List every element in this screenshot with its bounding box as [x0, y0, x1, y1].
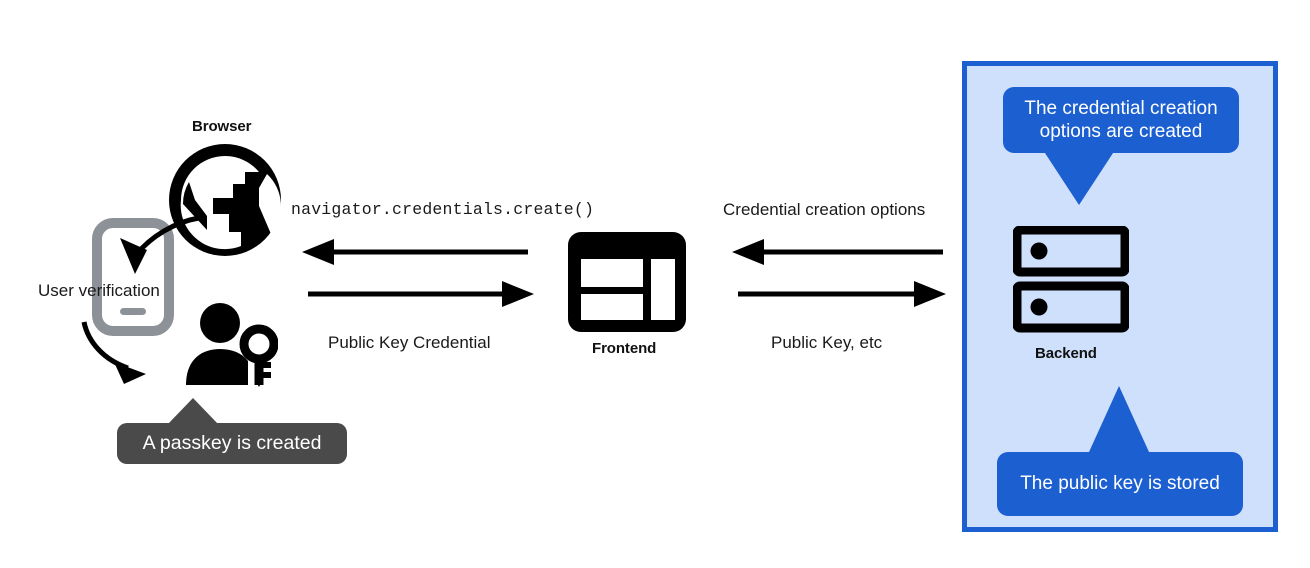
- device-to-user-arrow: [78, 318, 188, 388]
- frontend-label: Frontend: [592, 340, 657, 357]
- credential-creation-options-label: Credential creation options: [723, 200, 926, 219]
- user-with-key-icon: [186, 303, 279, 387]
- browser-frontend-arrow-right: [306, 280, 536, 308]
- public-key-credential-label: Public Key Credential: [328, 333, 491, 352]
- smartphone-icon: [92, 218, 174, 336]
- browser-to-device-arrow: [95, 210, 205, 290]
- frontend-backend-arrow-left: [730, 238, 945, 266]
- passkey-created-tooltip-text: A passkey is created: [142, 431, 322, 454]
- passkey-created-tooltip: A passkey is created: [117, 423, 347, 464]
- globe-icon: [167, 142, 283, 258]
- browser-frontend-arrow-left: [300, 238, 530, 266]
- browser-label: Browser: [192, 118, 252, 135]
- credential-options-callout: The credential creation options are crea…: [1003, 87, 1239, 153]
- server-rack-icon: [1012, 225, 1130, 334]
- credential-options-callout-text: The credential creation options are crea…: [1024, 97, 1218, 142]
- public-key-stored-callout-tail: [1089, 386, 1149, 452]
- public-key-stored-callout: The public key is stored: [997, 452, 1243, 516]
- web-layout-icon: [568, 232, 686, 332]
- credential-options-callout-tail: [1043, 150, 1115, 205]
- frontend-backend-arrow-right: [736, 280, 948, 308]
- passkey-created-tooltip-tail: [168, 398, 218, 424]
- user-verification-label: User verification: [38, 281, 160, 300]
- public-key-stored-callout-text: The public key is stored: [1020, 473, 1220, 495]
- public-key-etc-label: Public Key, etc: [771, 333, 883, 352]
- backend-label: Backend: [1035, 345, 1097, 362]
- navigator-create-label: navigator.credentials.create(): [291, 200, 595, 219]
